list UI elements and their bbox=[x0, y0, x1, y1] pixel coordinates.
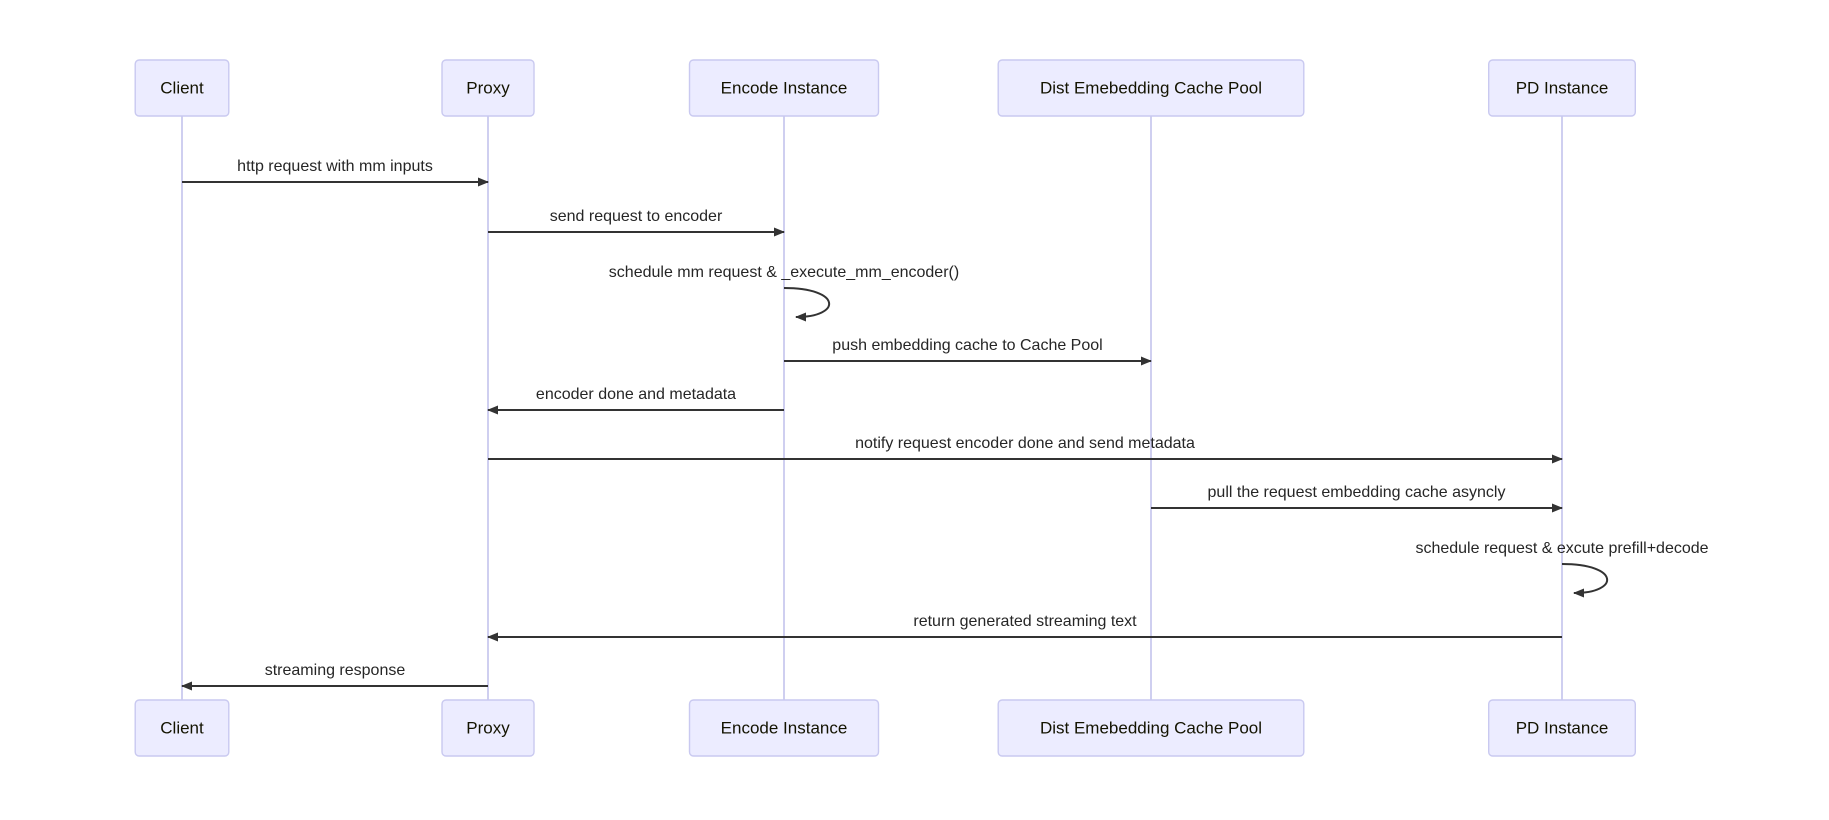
actor-label-cachepool: Dist Emebedding Cache Pool bbox=[1040, 718, 1262, 737]
actor-cachepool-bottom[interactable]: Dist Emebedding Cache Pool bbox=[997, 699, 1305, 757]
message-6[interactable]: notify request encoder done and send met… bbox=[488, 435, 1563, 464]
actor-box-cachepool[interactable] bbox=[997, 59, 1305, 117]
message-label-8: schedule request & excute prefill+decode bbox=[1415, 540, 1708, 557]
message-8[interactable]: schedule request & excute prefill+decode bbox=[1415, 540, 1709, 598]
actor-label-proxy: Proxy bbox=[466, 78, 510, 97]
message-3[interactable]: schedule mm request & _execute_mm_encode… bbox=[609, 264, 959, 322]
actor-encode-top[interactable]: Encode Instance bbox=[688, 59, 880, 117]
actors-bottom-group: Client Proxy Encode Instance Dist Emebeddin… bbox=[134, 699, 1636, 757]
actor-box-pd[interactable] bbox=[1487, 59, 1636, 117]
actor-label-pd: PD Instance bbox=[1516, 718, 1609, 737]
actor-label-client: Client bbox=[160, 78, 204, 97]
actor-box-encode[interactable] bbox=[688, 699, 880, 757]
actor-proxy-top[interactable]: Proxy bbox=[441, 59, 535, 117]
actor-box-proxy[interactable] bbox=[441, 59, 535, 117]
actor-client-bottom[interactable]: Client bbox=[134, 699, 230, 757]
message-2[interactable]: send request to encoder bbox=[488, 208, 785, 237]
actor-box-cachepool[interactable] bbox=[997, 699, 1305, 757]
actor-box-proxy[interactable] bbox=[441, 699, 535, 757]
actor-pd-bottom[interactable]: PD Instance bbox=[1487, 699, 1636, 757]
actor-label-client: Client bbox=[160, 718, 204, 737]
message-label-9: return generated streaming text bbox=[913, 613, 1137, 630]
actor-label-encode: Encode Instance bbox=[721, 718, 848, 737]
message-label-2: send request to encoder bbox=[550, 208, 723, 225]
actor-box-client[interactable] bbox=[134, 699, 230, 757]
message-10[interactable]: streaming response bbox=[181, 662, 488, 691]
lifelines-group bbox=[181, 116, 1563, 700]
message-4[interactable]: push embedding cache to Cache Pool bbox=[784, 337, 1152, 366]
message-label-10: streaming response bbox=[265, 662, 406, 679]
message-self-loop-8 bbox=[1561, 563, 1608, 598]
message-self-loop-3 bbox=[783, 287, 830, 322]
message-label-4: push embedding cache to Cache Pool bbox=[832, 337, 1102, 354]
actor-box-pd[interactable] bbox=[1487, 699, 1636, 757]
message-label-5: encoder done and metadata bbox=[536, 386, 736, 403]
message-label-3: schedule mm request & _execute_mm_encode… bbox=[609, 264, 959, 281]
actor-label-proxy: Proxy bbox=[466, 718, 510, 737]
actor-encode-bottom[interactable]: Encode Instance bbox=[688, 699, 880, 757]
message-7[interactable]: pull the request embedding cache asyncly bbox=[1151, 484, 1563, 513]
message-9[interactable]: return generated streaming text bbox=[487, 613, 1562, 642]
actor-client-top[interactable]: Client bbox=[134, 59, 230, 117]
actor-label-encode: Encode Instance bbox=[721, 78, 848, 97]
message-label-7: pull the request embedding cache asyncly bbox=[1208, 484, 1506, 501]
actor-cachepool-top[interactable]: Dist Emebedding Cache Pool bbox=[997, 59, 1305, 117]
actors-top-group: Client Proxy Encode Instance Dist Emebeddin… bbox=[134, 59, 1636, 117]
actor-label-cachepool: Dist Emebedding Cache Pool bbox=[1040, 78, 1262, 97]
actor-label-pd: PD Instance bbox=[1516, 78, 1609, 97]
message-label-1: http request with mm inputs bbox=[237, 158, 433, 175]
actor-box-encode[interactable] bbox=[688, 59, 880, 117]
messages-group: http request with mm inputs send request … bbox=[181, 158, 1709, 691]
actor-box-client[interactable] bbox=[134, 59, 230, 117]
actor-proxy-bottom[interactable]: Proxy bbox=[441, 699, 535, 757]
message-5[interactable]: encoder done and metadata bbox=[487, 386, 784, 415]
message-1[interactable]: http request with mm inputs bbox=[182, 158, 489, 187]
actor-pd-top[interactable]: PD Instance bbox=[1487, 59, 1636, 117]
message-label-6: notify request encoder done and send met… bbox=[855, 435, 1195, 452]
